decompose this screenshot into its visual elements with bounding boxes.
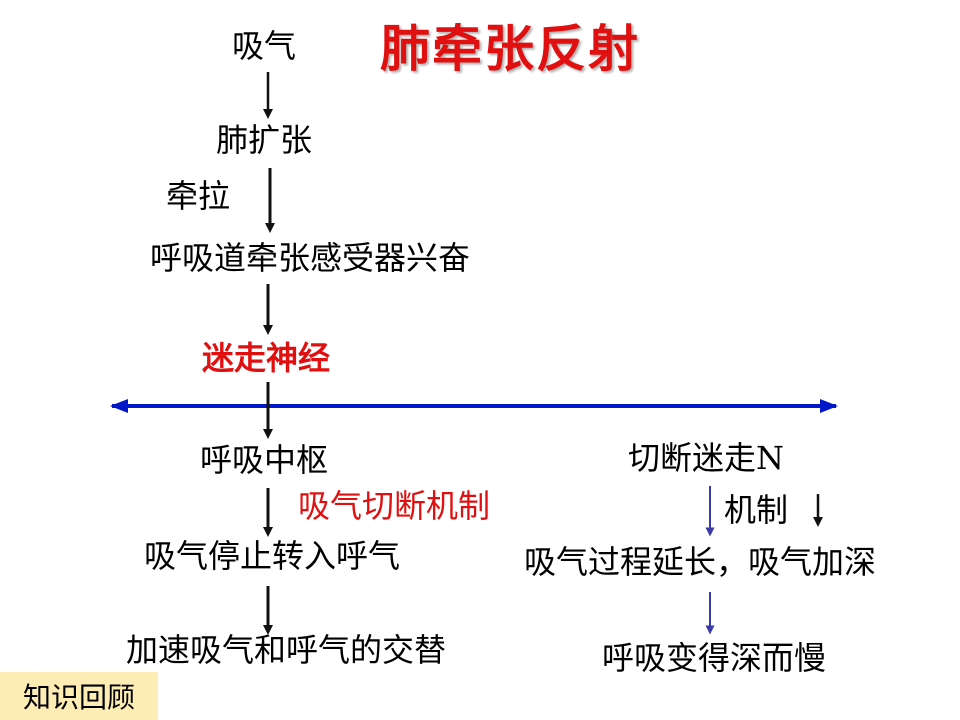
node-deep-slow: 呼吸变得深而慢 <box>602 639 827 677</box>
node-inhale: 吸气 <box>232 27 297 65</box>
knowledge-review-badge: 知识回顾 <box>0 672 158 720</box>
diagram-title: 肺牵张反射 <box>380 20 640 78</box>
node-receptor: 呼吸道牵张感受器兴奋 <box>150 239 471 277</box>
node-alternate: 加速吸气和呼气的交替 <box>126 631 447 669</box>
label-stretch: 牵拉 <box>166 177 231 215</box>
label-mechanism-down: 机制 <box>724 491 789 529</box>
node-stop-inhale: 吸气停止转入呼气 <box>144 537 401 575</box>
node-center: 呼吸中枢 <box>200 441 329 479</box>
node-cut-vagus: 切断迷走N <box>628 439 785 477</box>
node-vagus: 迷走神经 <box>202 339 331 377</box>
label-cutoff-mechanism: 吸气切断机制 <box>298 487 491 525</box>
node-longer-inhale: 吸气过程延长，吸气加深 <box>524 543 877 581</box>
node-lung-expand: 肺扩张 <box>216 121 313 159</box>
